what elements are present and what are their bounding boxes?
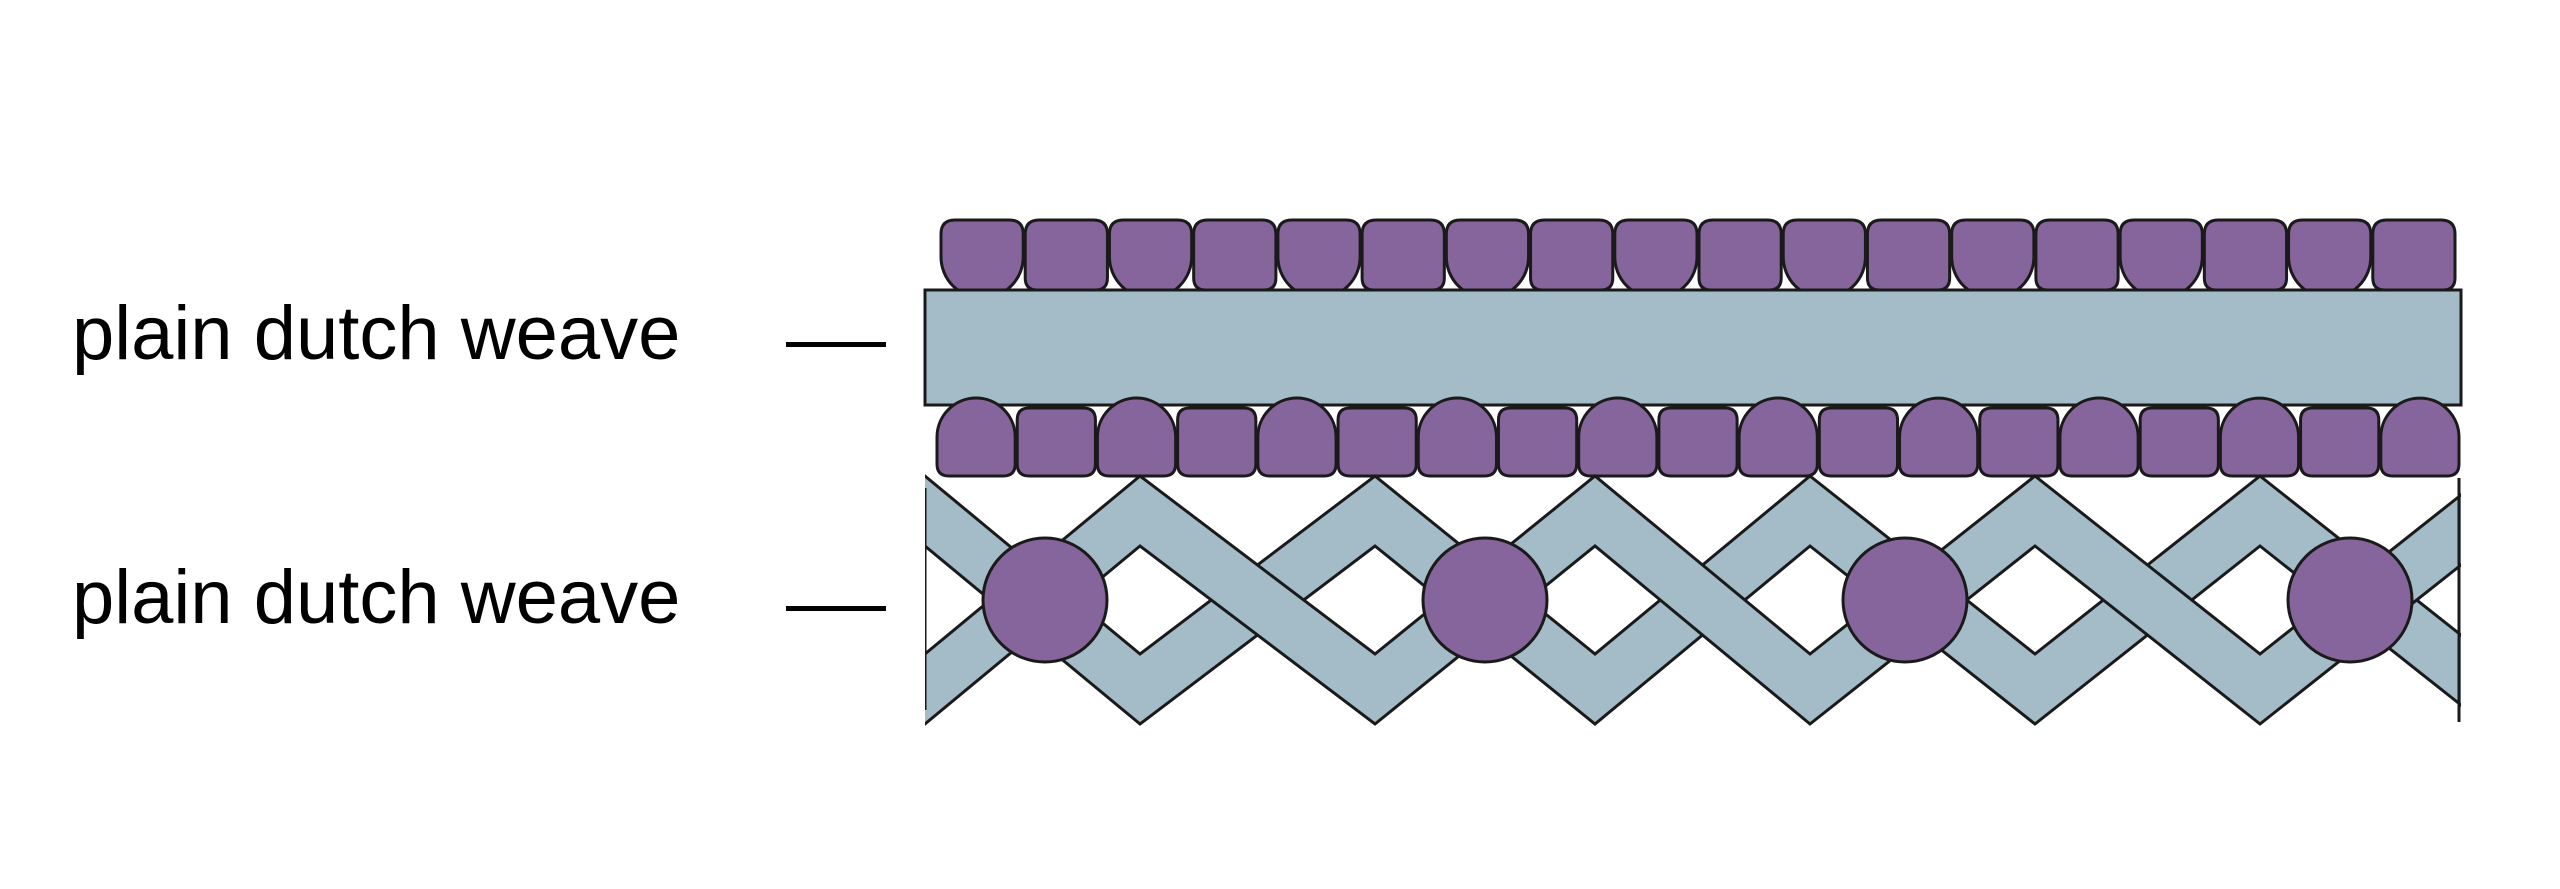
- bottom-layer-leader-line: [786, 606, 886, 611]
- strand-cross-section: [2118, 218, 2204, 300]
- strand-cross-section: [2287, 218, 2373, 300]
- strand-cross-section: [2286, 536, 2414, 664]
- strand-cross-section: [1336, 406, 1418, 478]
- bottom-weave-interwoven-wires: [925, 474, 2461, 726]
- strand-cross-section: [1496, 406, 1579, 478]
- strand-cross-section: [1898, 396, 1980, 478]
- strand-cross-section: [1276, 218, 1362, 300]
- strand-cross-section: [1192, 218, 1278, 292]
- top-layer-label: plain dutch weave: [72, 291, 681, 376]
- strand-cross-section: [2034, 218, 2120, 292]
- strand-cross-section: [1841, 536, 1969, 664]
- strand-cross-section: [1577, 396, 1659, 478]
- strand-cross-section: [1529, 218, 1615, 292]
- strand-cross-section: [2379, 396, 2461, 478]
- strand-cross-section: [1421, 536, 1549, 664]
- strand-cross-section: [1176, 406, 1258, 478]
- strand-cross-section: [939, 218, 1025, 300]
- strand-cross-section: [1360, 218, 1446, 292]
- strand-cross-section: [1023, 218, 1109, 292]
- top-weave-lower-strand-row: [935, 396, 2461, 478]
- strand-cross-section: [2202, 218, 2289, 292]
- top-weave-upper-strand-row: [939, 218, 2457, 300]
- strand-cross-section: [1865, 218, 1952, 292]
- strand-cross-section: [2371, 218, 2457, 292]
- strand-cross-section: [1657, 406, 1739, 478]
- strand-cross-section: [1978, 406, 2060, 478]
- strand-cross-section: [1697, 218, 1783, 292]
- strand-cross-section: [2138, 406, 2220, 478]
- strand-cross-section: [1256, 396, 1338, 478]
- strand-cross-section: [1107, 218, 1194, 300]
- strand-cross-section: [981, 536, 1109, 664]
- strand-cross-section: [2058, 396, 2140, 478]
- bottom-weave-strand-row: [981, 536, 2414, 664]
- strand-cross-section: [1095, 396, 1178, 478]
- top-weave-warp-wire: [923, 288, 2463, 407]
- strand-cross-section: [1817, 406, 1900, 478]
- strand-cross-section: [2218, 396, 2301, 478]
- strand-cross-section: [2299, 406, 2381, 478]
- strand-cross-section: [1613, 218, 1699, 300]
- strand-cross-section: [1781, 218, 1867, 300]
- strand-cross-section: [935, 396, 1017, 478]
- top-layer-leader-line: [786, 342, 886, 347]
- strand-cross-section: [1015, 406, 1097, 478]
- strand-cross-section: [1444, 218, 1531, 300]
- strand-cross-section: [1950, 218, 2036, 300]
- bottom-layer-label: plain dutch weave: [72, 555, 681, 640]
- strand-cross-section: [1416, 396, 1498, 478]
- strand-cross-section: [1737, 396, 1819, 478]
